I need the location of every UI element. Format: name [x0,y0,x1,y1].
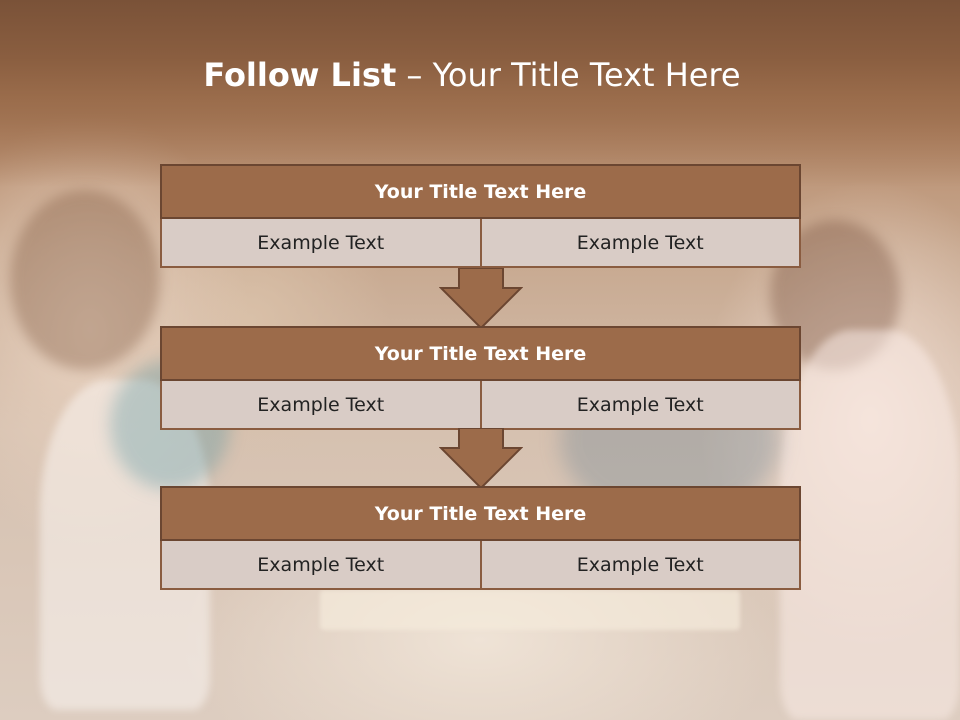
background-table [320,590,740,630]
follow-block-3: Your Title Text Here Example Text Exampl… [160,486,801,590]
follow-block-2: Your Title Text Here Example Text Exampl… [160,326,801,430]
slide-title-bold: Follow List [203,56,397,94]
block-cell-right: Example Text [481,219,801,268]
down-arrow-icon [439,268,523,330]
follow-block-1: Your Title Text Here Example Text Exampl… [160,164,801,268]
block-row: Example Text Example Text [160,381,801,430]
background-person-left-head [10,190,160,370]
block-row: Example Text Example Text [160,219,801,268]
block-cell-right: Example Text [481,381,801,430]
slide-title: Follow List – Your Title Text Here [0,56,944,94]
block-title: Your Title Text Here [160,164,801,219]
block-row: Example Text Example Text [160,541,801,590]
block-title: Your Title Text Here [160,486,801,541]
block-cell-right: Example Text [481,541,801,590]
block-cell-left: Example Text [160,541,482,590]
block-cell-left: Example Text [160,381,482,430]
down-arrow-icon [439,428,523,490]
block-cell-left: Example Text [160,219,482,268]
slide-title-rest: – Your Title Text Here [396,56,741,94]
block-title: Your Title Text Here [160,326,801,381]
background-person-right-body [780,330,960,720]
